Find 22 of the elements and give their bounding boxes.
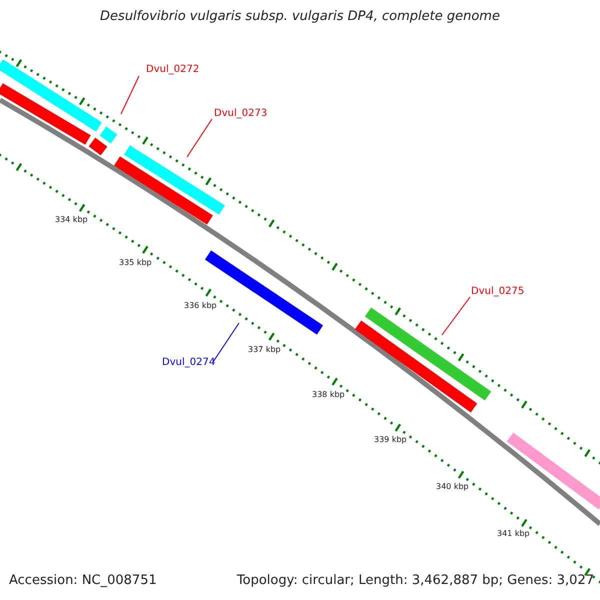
gene-label: Dvul_0273: [214, 108, 268, 119]
footer-text: Accession: NC_008751: [9, 574, 157, 588]
scale-label: 337 kbp: [248, 346, 281, 355]
gene-bar: [364, 308, 492, 400]
scale-label: 336 kbp: [184, 302, 217, 311]
scale-label: 338 kbp: [312, 391, 345, 400]
leader-line: [442, 296, 470, 336]
scale-label: 340 kbp: [436, 483, 469, 492]
gene-label: Dvul_0274: [162, 357, 216, 368]
footer-text: Topology: circular; Length: 3,462,887 bp; Genes: 3,027: [236, 574, 594, 588]
scale-label: 334 kbp: [55, 216, 88, 225]
scale-label: 335 kbp: [119, 259, 152, 268]
gene-bar: [124, 145, 225, 215]
gene-label: Dvul_0272: [146, 64, 200, 75]
gene-label: Dvul_0275: [471, 286, 524, 297]
gene-bar: [204, 250, 324, 335]
leader-line: [186, 118, 212, 158]
gene-bar: [100, 126, 118, 144]
leader-line: [212, 322, 240, 362]
title: Desulfovibrio vulgaris subsp. vulgaris DP4, complete genome: [99, 10, 501, 24]
scale-label: 339 kbp: [374, 436, 407, 445]
scale-label: 341 kbp: [497, 530, 530, 539]
